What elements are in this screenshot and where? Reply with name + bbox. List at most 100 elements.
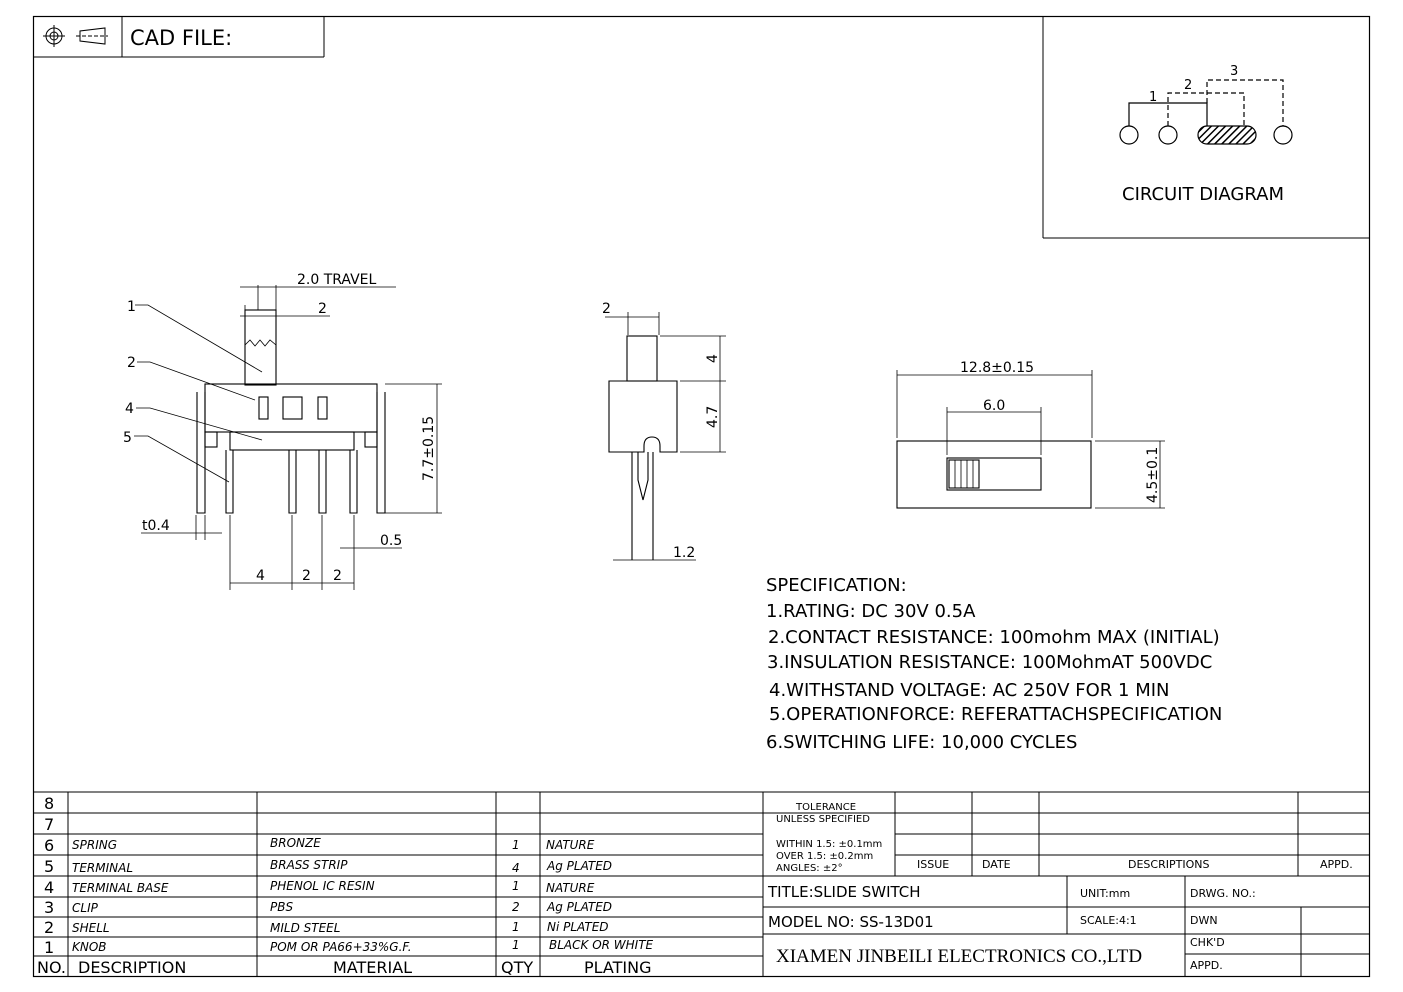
- bom-row-3-desc: CLIP: [72, 901, 99, 915]
- bom-row-1-qty: 1: [512, 938, 520, 952]
- terminal-4: [1273, 125, 1293, 145]
- appd-header: APPD.: [1320, 858, 1353, 871]
- spec-line-1: 1.RATING: DC 30V 0.5A: [766, 601, 976, 622]
- front-knob-w: 2: [602, 301, 611, 317]
- callout-2: 2: [127, 355, 136, 371]
- bom-row-2-material: MILD STEEL: [270, 921, 340, 935]
- terminal-1: [1119, 125, 1139, 145]
- thickness-dim: t0.4: [142, 518, 170, 534]
- specification: SPECIFICATION: 1.RATING: DC 30V 0.5A 2.C…: [766, 575, 1222, 753]
- top-view: [896, 370, 1165, 509]
- drawing-number-label: DRWG. NO.:: [1190, 887, 1256, 900]
- pitch-a-dim: 4: [256, 568, 265, 584]
- tolerance-line-2: UNLESS SPECIFIED: [776, 814, 870, 825]
- top-width: 4.5±0.1: [1145, 447, 1161, 503]
- bom-row-5-qty: 4: [512, 861, 520, 875]
- cad-file-label: CAD FILE:: [130, 26, 232, 50]
- issue-header: ISSUE: [917, 858, 949, 871]
- bom-row-8-no: 8: [44, 794, 54, 813]
- bom-row-2-no: 2: [44, 918, 54, 937]
- terminal-2: [1158, 125, 1178, 145]
- spec-line-3: 3.INSULATION RESISTANCE: 100MohmAT 500VD…: [767, 652, 1212, 673]
- callout-5: 5: [123, 430, 132, 446]
- unit-label: UNIT:mm: [1080, 887, 1130, 900]
- bom-row-5-plating: Ag PLATED: [546, 859, 612, 873]
- header-box: CAD FILE:: [33, 16, 325, 58]
- bom-row-1-plating: BLACK OR WHITE: [549, 938, 654, 952]
- bom-row-1-no: 1: [44, 938, 54, 957]
- tolerance-line-1: TOLERANCE: [795, 802, 856, 813]
- circuit-pos-1: 1: [1149, 90, 1157, 105]
- height-dim: 7.7±0.15: [421, 416, 437, 481]
- bom-row-2-qty: 1: [512, 920, 520, 934]
- bom-header-no: NO.: [37, 958, 66, 977]
- bom-row-4-desc: TERMINAL BASE: [72, 881, 169, 895]
- title-block-text: TOLERANCE UNLESS SPECIFIED WITHIN 1.5: ±…: [767, 802, 1353, 972]
- bom-row-6-material: BRONZE: [270, 836, 321, 850]
- bom-header-plating: PLATING: [584, 958, 652, 977]
- scale-label: SCALE:4:1: [1080, 914, 1137, 927]
- sheet-border: [32, 15, 1371, 978]
- bom-row-6-qty: 1: [512, 838, 520, 852]
- tolerance-angles: ANGLES: ±2°: [776, 863, 843, 874]
- bom-headers: NO. DESCRIPTION MATERIAL QTY PLATING: [37, 958, 652, 977]
- bom-row-3-material: PBS: [270, 900, 293, 914]
- bom-row-3-no: 3: [44, 898, 54, 917]
- descriptions-header: DESCRIPTIONS: [1128, 858, 1209, 871]
- dwn-label: DWN: [1190, 914, 1218, 927]
- bom-row-2-desc: SHELL: [72, 921, 110, 935]
- bom-row-4-material: PHENOL IC RESIN: [270, 879, 375, 893]
- travel-dim: 2.0 TRAVEL: [297, 272, 377, 288]
- bom-header-qty: QTY: [501, 958, 533, 977]
- spec-title: SPECIFICATION:: [766, 575, 907, 596]
- drawing-title: TITLE:SLIDE SWITCH: [767, 883, 921, 901]
- spec-line-5: 5.OPERATIONFORCE: REFERATTACHSPECIFICATI…: [769, 704, 1222, 725]
- front-view: [605, 312, 726, 561]
- chkd-label: CHK'D: [1190, 936, 1225, 949]
- pitch-c-dim: 2: [333, 568, 342, 584]
- bom-row-7-no: 7: [44, 815, 54, 834]
- top-length: 12.8±0.15: [960, 360, 1034, 376]
- appd-label: APPD.: [1190, 959, 1223, 972]
- pin-width-dim: 0.5: [380, 533, 402, 549]
- callout-1: 1: [127, 299, 136, 315]
- slider-contact: [1197, 125, 1257, 145]
- bom-row-1-desc: KNOB: [72, 940, 107, 954]
- spec-line-4: 4.WITHSTAND VOLTAGE: AC 250V FOR 1 MIN: [769, 680, 1170, 701]
- bom-row-3-plating: Ag PLATED: [546, 900, 612, 914]
- tolerance-within: WITHIN 1.5: ±0.1mm: [776, 839, 882, 850]
- front-body-h: 4.7: [705, 406, 721, 428]
- title-block-grid: [763, 792, 1369, 976]
- circuit-diagram: 1 2 3 CIRCUIT DIAGRAM: [1042, 16, 1369, 239]
- bom-row-4-plating: NATURE: [546, 881, 595, 895]
- bom-table: [33, 791, 1369, 976]
- front-pin-w: 1.2: [673, 545, 695, 561]
- company-name: XIAMEN JINBEILI ELECTRONICS CO.,LTD: [776, 946, 1142, 967]
- date-header: DATE: [982, 858, 1011, 871]
- bom-row-3-qty: 2: [512, 900, 520, 914]
- bom-header-material: MATERIAL: [333, 958, 412, 977]
- bom-row-1-material: POM OR PA66+33%G.F.: [270, 940, 412, 954]
- model-number: MODEL NO: SS-13D01: [768, 913, 934, 931]
- tolerance-over: OVER 1.5: ±0.2mm: [776, 851, 873, 862]
- front-knob-h: 4: [705, 354, 721, 363]
- callout-4: 4: [125, 401, 134, 417]
- bom-row-6-no: 6: [44, 836, 54, 855]
- spec-line-6: 6.SWITCHING LIFE: 10,000 CYCLES: [766, 732, 1077, 753]
- bom-row-4-no: 4: [44, 878, 54, 897]
- projection-symbol-icon: [43, 25, 108, 47]
- spec-line-2: 2.CONTACT RESISTANCE: 100mohm MAX (INITI…: [768, 627, 1220, 648]
- circuit-pos-2: 2: [1184, 78, 1192, 93]
- bom-row-4-qty: 1: [512, 879, 520, 893]
- bom-row-6-plating: NATURE: [546, 838, 595, 852]
- bom-row-5-desc: TERMINAL: [72, 861, 133, 875]
- bom-row-2-plating: Ni PLATED: [547, 920, 609, 934]
- bom-row-6-desc: SPRING: [72, 838, 117, 852]
- circuit-pos-3: 3: [1230, 64, 1238, 79]
- bom-rows: 8 7 6 SPRING BRONZE 1 NATURE 5 TERMINAL …: [44, 794, 654, 957]
- pitch-b-dim: 2: [302, 568, 311, 584]
- bom-header-desc: DESCRIPTION: [78, 958, 186, 977]
- bom-row-5-material: BRASS STRIP: [270, 858, 348, 872]
- knob-width-dim: 2: [318, 301, 327, 317]
